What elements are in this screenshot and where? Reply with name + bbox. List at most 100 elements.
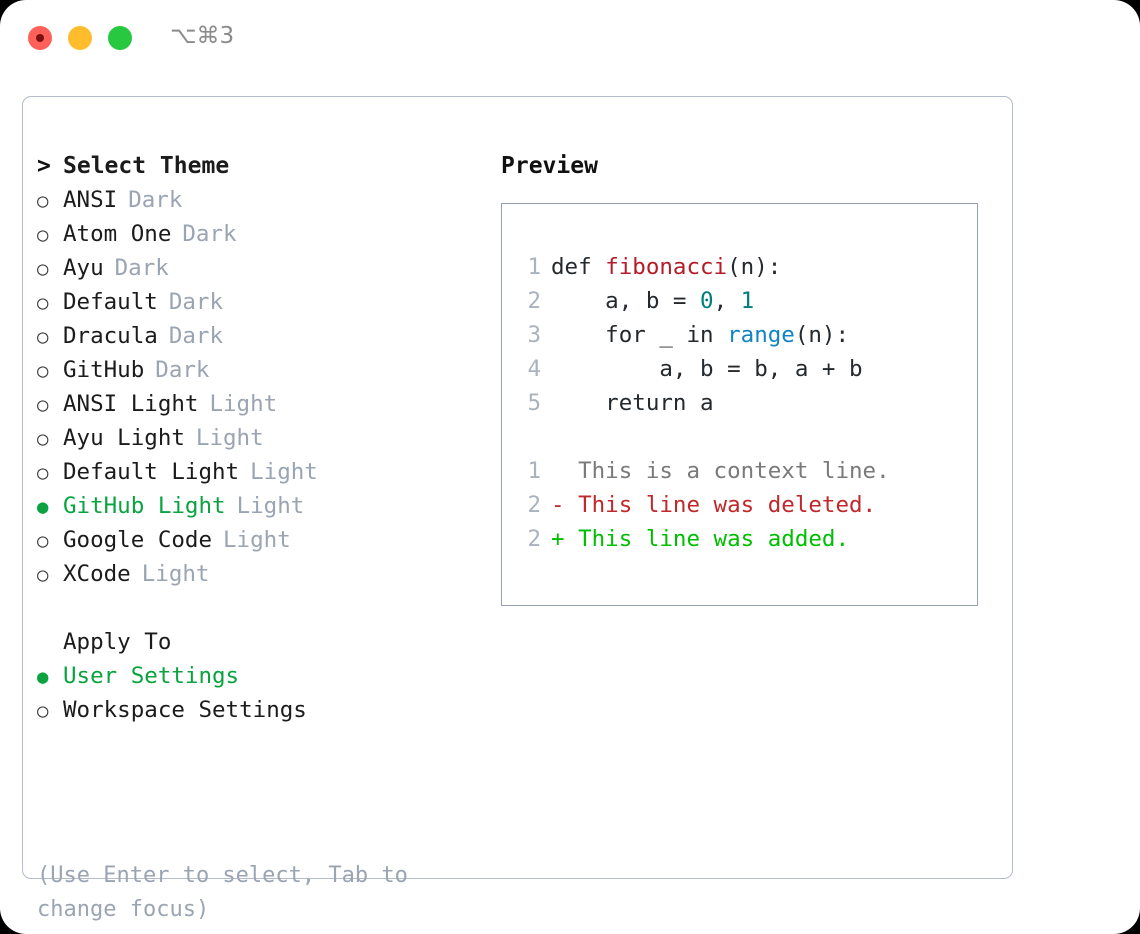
diff-marker: + [551, 526, 565, 552]
code-line: 5 return a [521, 386, 890, 420]
line-number: 2 [527, 526, 541, 552]
diff-text: This line was deleted. [564, 492, 877, 518]
code-token: 1 [740, 288, 755, 314]
theme-list: ANSIDarkAtom OneDarkAyuDarkDefaultDarkDr… [37, 183, 477, 591]
code-token: 0 [700, 288, 714, 314]
radio-unselected-icon[interactable] [37, 523, 63, 558]
line-number: 1 [527, 458, 541, 484]
code-line: 3 for _ in range(n): [521, 318, 890, 352]
apply-to-label: Apply To [63, 629, 172, 655]
theme-list-item[interactable]: GitHub Light Light [37, 489, 477, 523]
radio-unselected-icon[interactable] [37, 217, 63, 252]
radio-unselected-icon[interactable] [37, 353, 63, 388]
theme-name-label: Dracula [63, 323, 158, 349]
code-token: range [727, 322, 795, 348]
line-number: 2 [527, 288, 541, 314]
diff-text: This line was added. [564, 526, 850, 552]
radio-unselected-icon[interactable] [37, 421, 63, 456]
theme-list-item[interactable]: Default Light Light [37, 455, 477, 489]
theme-name-label: ANSI Light [63, 391, 199, 417]
theme-picker-column: Select Theme ANSIDarkAtom OneDarkAyuDark… [37, 149, 477, 727]
code-token: return a [551, 390, 714, 416]
code-token: for _ in [551, 322, 728, 348]
code-token: , [713, 288, 741, 314]
preview-column: Preview [501, 149, 1001, 183]
theme-name-label: Default [63, 289, 158, 315]
theme-list-item[interactable]: Atom One Dark [37, 217, 477, 251]
theme-list-item[interactable]: XCode Light [37, 557, 477, 591]
apply-to-list: User SettingsWorkspace Settings [37, 659, 477, 727]
help-hint-text: (Use Enter to select, Tab to change focu… [37, 863, 408, 922]
apply-to-label-text: Workspace Settings [63, 697, 307, 723]
title-bar: ⌥⌘3 [0, 0, 1140, 78]
code-token: (n): [794, 322, 850, 348]
minimize-window-button[interactable] [68, 26, 92, 50]
theme-name-label: Ayu [63, 255, 104, 281]
maximize-window-button[interactable] [108, 26, 132, 50]
apply-to-header: Apply To [37, 625, 477, 659]
line-number: 5 [527, 390, 541, 416]
theme-kind-badge: Light [209, 391, 278, 417]
line-number: 1 [527, 254, 541, 280]
theme-kind-badge: Light [141, 561, 210, 587]
theme-name-label: GitHub Light [63, 493, 226, 519]
theme-kind-badge: Light [236, 493, 305, 519]
theme-kind-badge: Light [223, 527, 291, 553]
preview-title: Preview [501, 153, 598, 179]
code-token: def [551, 254, 606, 280]
keyboard-shortcut-label: ⌥⌘3 [170, 23, 235, 49]
theme-kind-badge: Light [250, 459, 318, 485]
radio-unselected-icon[interactable] [37, 387, 63, 422]
radio-selected-icon[interactable] [37, 659, 63, 694]
code-token: fibonacci [605, 254, 728, 280]
theme-name-label: Google Code [63, 527, 213, 553]
theme-list-item[interactable]: Dracula Dark [37, 319, 477, 353]
radio-unselected-icon[interactable] [37, 285, 63, 320]
radio-selected-icon[interactable] [37, 489, 63, 524]
theme-list-item[interactable]: ANSI Dark [37, 183, 477, 217]
theme-name-label: Default Light [63, 459, 240, 485]
main-panel: Select Theme ANSIDarkAtom OneDarkAyuDark… [22, 96, 1013, 922]
theme-kind-badge: Dark [128, 187, 183, 213]
apply-to-item[interactable]: Workspace Settings [37, 693, 477, 727]
radio-unselected-icon[interactable] [37, 319, 63, 354]
theme-picker-header: Select Theme [37, 149, 477, 183]
theme-kind-badge: Dark [114, 255, 169, 281]
code-line: 1 def fibonacci(n): [521, 250, 890, 284]
theme-list-item[interactable]: Google Code Light [37, 523, 477, 557]
code-token: (n): [727, 254, 782, 280]
section-spacer [37, 591, 477, 625]
theme-kind-badge: Dark [155, 357, 210, 383]
theme-name-label: Ayu Light [63, 425, 185, 451]
radio-unselected-icon[interactable] [37, 693, 63, 728]
theme-name-label: Atom One [63, 221, 172, 247]
diff-text: This is a context line. [564, 458, 890, 484]
code-diff-spacer [521, 420, 890, 454]
theme-kind-badge: Dark [168, 323, 224, 349]
code-line: 4 a, b = b, a + b [521, 352, 890, 386]
diff-marker: - [551, 492, 565, 518]
radio-unselected-icon[interactable] [37, 455, 63, 490]
theme-kind-badge: Dark [182, 221, 237, 247]
diff-line: 2 + This line was added. [521, 522, 890, 556]
close-icon [36, 34, 44, 42]
theme-name-label: XCode [63, 561, 131, 587]
theme-list-item[interactable]: Ayu Dark [37, 251, 477, 285]
apply-to-item[interactable]: User Settings [37, 659, 477, 693]
code-token: a, b = b, a + b [551, 356, 863, 382]
theme-name-label: GitHub [63, 357, 145, 383]
theme-list-item[interactable]: ANSI Light Light [37, 387, 477, 421]
theme-name-label: ANSI [63, 187, 118, 213]
code-line: 2 a, b = 0, 1 [521, 284, 890, 318]
radio-unselected-icon[interactable] [37, 557, 63, 592]
radio-unselected-icon[interactable] [37, 251, 63, 286]
line-number: 3 [527, 322, 541, 348]
apply-to-label-text: User Settings [63, 663, 240, 689]
radio-unselected-icon[interactable] [37, 183, 63, 218]
theme-list-item[interactable]: GitHub Dark [37, 353, 477, 387]
